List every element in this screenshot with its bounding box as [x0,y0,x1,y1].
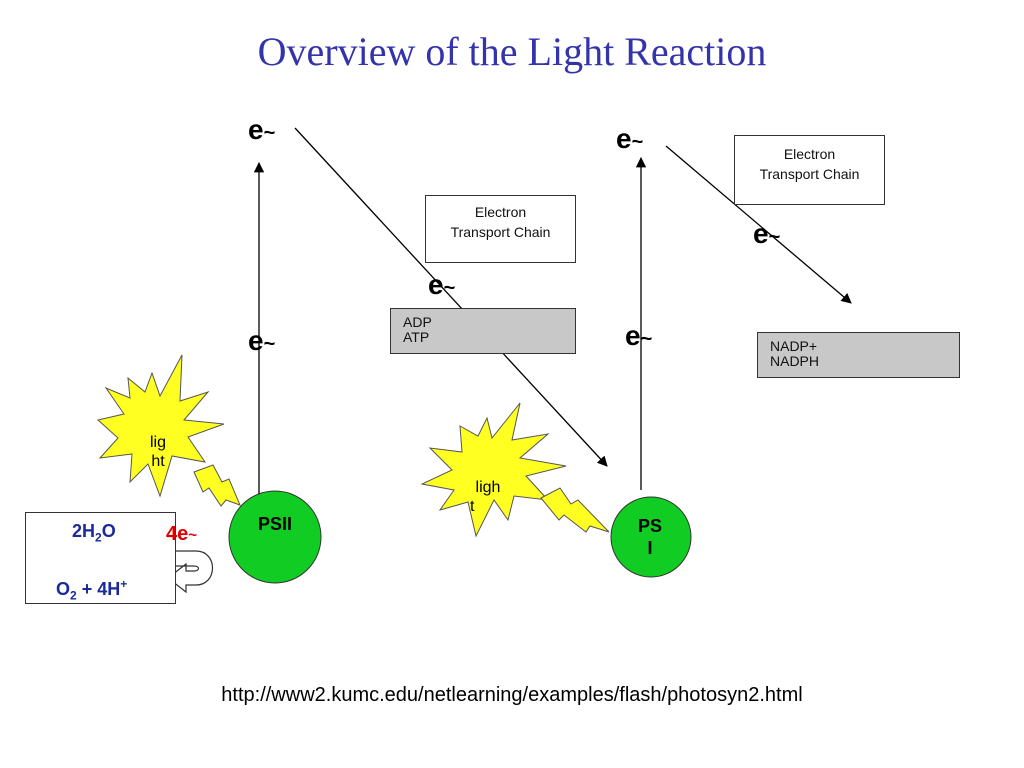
light-label-line-1: ligh [475,479,501,496]
source-url: http://www2.kumc.edu/netlearning/example… [221,684,803,706]
light-label-line-2: t [470,498,475,515]
adp-atp-box: ADP ATP [390,308,576,354]
etc-line-2: Transport Chain [450,224,551,240]
electron-label: e~ [248,325,276,356]
atp-label: ATP [403,329,430,345]
starburst-icon [96,354,225,498]
psi-label: PS I [620,515,680,559]
four-electrons-label: 4e~ [166,523,198,545]
psi-label-line-2: I [647,538,653,558]
electron-label: e~ [625,320,653,351]
electron-label: e~ [248,114,276,145]
psi-to-nadp-arrow [665,145,852,304]
etc-line-1: Electron [474,204,527,220]
psii-to-psi-arrow [294,127,608,467]
lightning-icon [193,464,241,507]
nadp-label: NADP+ [770,338,818,354]
psii-label: PSII [257,514,292,534]
light-label: ligh t [466,478,510,516]
electron-label: e~ [616,123,644,154]
light-label: lig ht [138,433,178,471]
nadp-nadph-box: NADP+ NADPH [757,332,960,378]
electron-transport-chain-box: Electron Transport Chain [425,195,576,263]
psi-label-line-1: PS [637,516,662,536]
lightning-icon [540,487,610,533]
water-reactant: 2H2O [72,521,116,545]
water-products: O2 + 4H+ [56,577,128,603]
nadph-label: NADPH [770,353,820,369]
electron-label: e~ [753,218,781,249]
etc-line-1: Electron [783,146,836,162]
psi-circle [610,496,692,578]
slide-title: Overview of the Light Reaction [257,29,767,74]
light-label-line-1: lig [149,434,166,451]
light-label-line-2: ht [151,453,165,470]
electron-label: e~ [428,269,456,300]
starburst-icon [420,402,567,538]
psii-circle [228,490,322,584]
etc-line-2: Transport Chain [759,166,860,182]
adp-label: ADP [403,314,432,330]
water-splitting-box: 2H2O O2 + 4H+ [25,512,176,604]
electron-transport-chain-box: Electron Transport Chain [734,135,885,205]
